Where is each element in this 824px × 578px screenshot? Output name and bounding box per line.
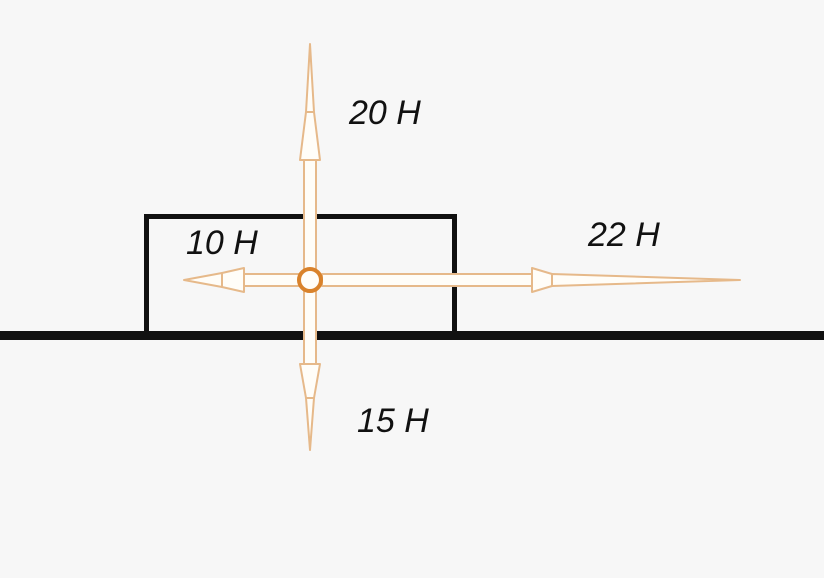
force-arrow-right — [321, 267, 741, 293]
force-arrow-left — [183, 267, 301, 293]
force-arrow-down — [299, 287, 321, 451]
force-label-left: 10 Н — [186, 224, 258, 262]
application-point — [297, 267, 323, 293]
force-label-up: 20 Н — [349, 94, 421, 132]
force-label-down: 15 Н — [357, 402, 429, 440]
force-label-right: 22 Н — [588, 216, 660, 254]
force-arrow-up — [299, 43, 321, 273]
